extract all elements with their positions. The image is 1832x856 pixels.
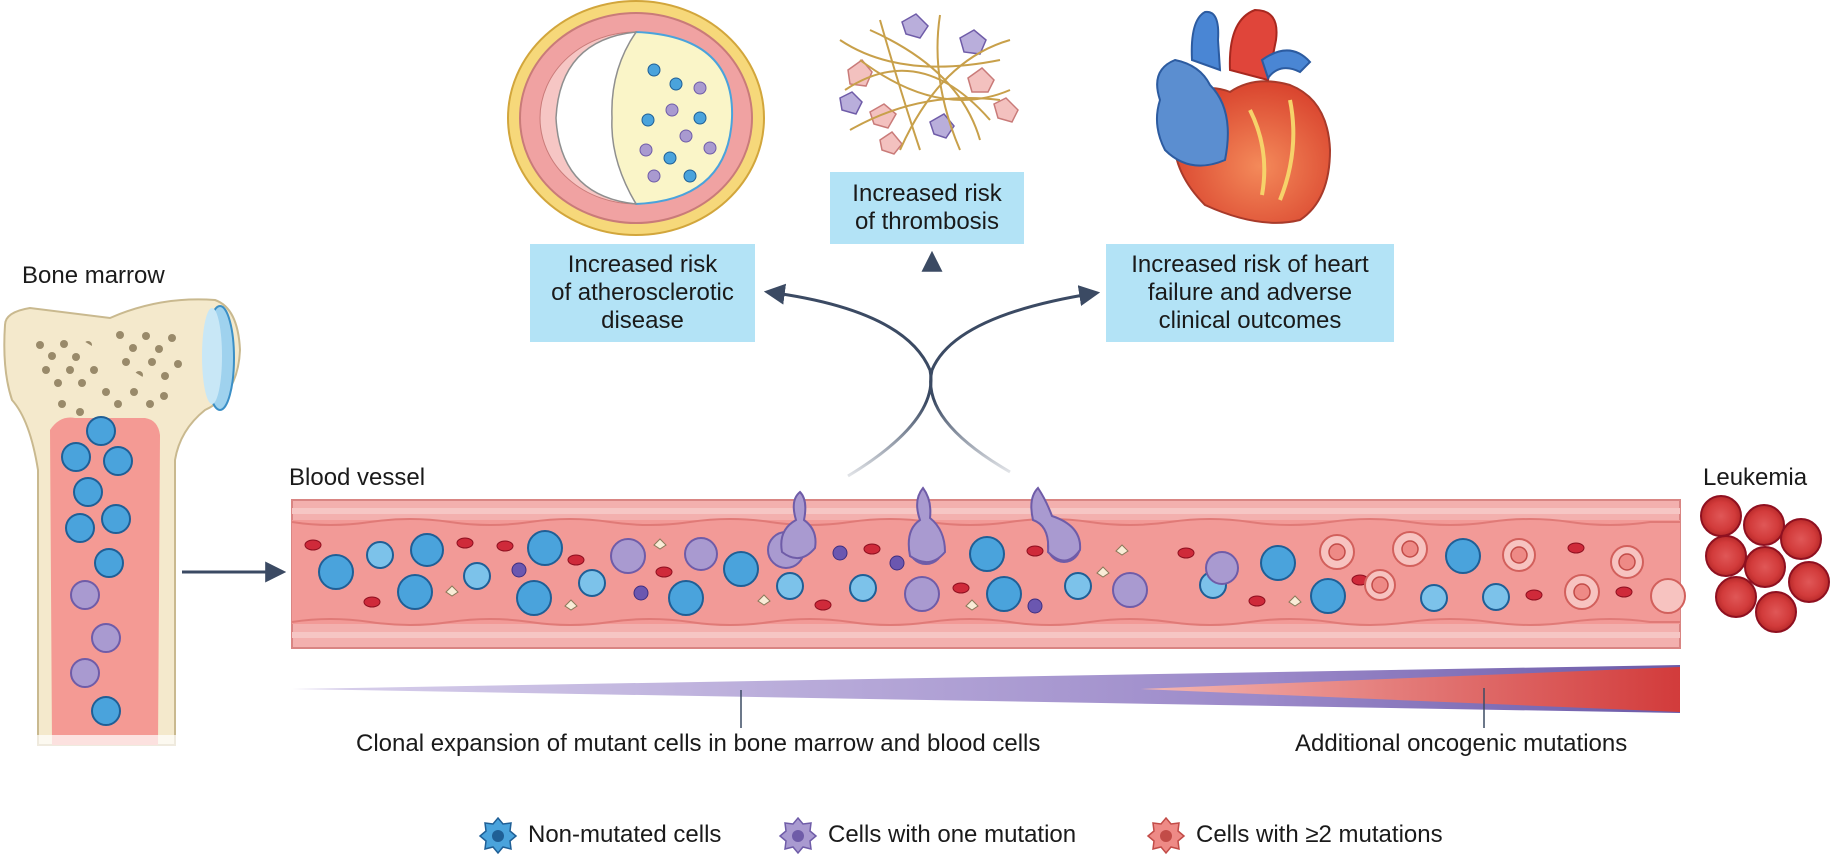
bone-illustration <box>0 298 242 765</box>
two-mutations-cell-icon <box>1146 816 1186 855</box>
heart-illustration <box>1155 8 1332 224</box>
atherosclerosis-outcome-box: Increased risk of atherosclerotic diseas… <box>530 244 755 342</box>
thrombosis-line-1: Increased risk <box>852 180 1002 207</box>
heart-failure-line-3: clinical outcomes <box>1158 307 1342 334</box>
legend-one-mutation-label: Cells with one mutation <box>828 821 1077 848</box>
clonal-expansion-wedge <box>292 665 1680 728</box>
atherosclerosis-line-2: of atherosclerotic <box>551 279 734 306</box>
artery-illustration <box>507 0 765 236</box>
thrombosis-line-2: of thrombosis <box>854 208 1000 235</box>
bone-marrow-label: Bone marrow <box>22 262 165 289</box>
blood-vessel-illustration <box>291 486 1686 649</box>
thrombus-illustration <box>839 13 1019 155</box>
thrombosis-outcome-box: Increased risk of thrombosis <box>830 172 1024 244</box>
heart-failure-outcome-box: Increased risk of heart failure and adve… <box>1106 244 1394 342</box>
heart-failure-line-2: failure and adverse <box>1147 279 1353 306</box>
legend-two-mutations: Cells with ≥2 mutations <box>1146 815 1443 855</box>
legend-one-mutation: Cells with one mutation <box>778 815 1076 855</box>
atherosclerosis-line-3: disease <box>601 307 684 334</box>
one-mutation-cell-icon <box>778 816 818 855</box>
atherosclerosis-line-1: Increased risk <box>567 251 718 278</box>
outcome-arrows <box>763 250 1101 478</box>
legend-non-mutated-label: Non-mutated cells <box>528 821 722 848</box>
clonal-expansion-label: Clonal expansion of mutant cells in bone… <box>356 730 1041 757</box>
leukemia-label: Leukemia <box>1703 464 1808 491</box>
blood-vessel-label: Blood vessel <box>289 464 426 491</box>
non-mutated-cell-icon <box>478 816 518 855</box>
heart-failure-line-1: Increased risk of heart <box>1131 251 1369 278</box>
oncogenic-mutations-label: Additional oncogenic mutations <box>1295 730 1628 757</box>
leukemia-cells <box>1700 495 1830 633</box>
legend-non-mutated: Non-mutated cells <box>478 815 721 855</box>
legend-two-mutations-label: Cells with ≥2 mutations <box>1196 821 1443 848</box>
